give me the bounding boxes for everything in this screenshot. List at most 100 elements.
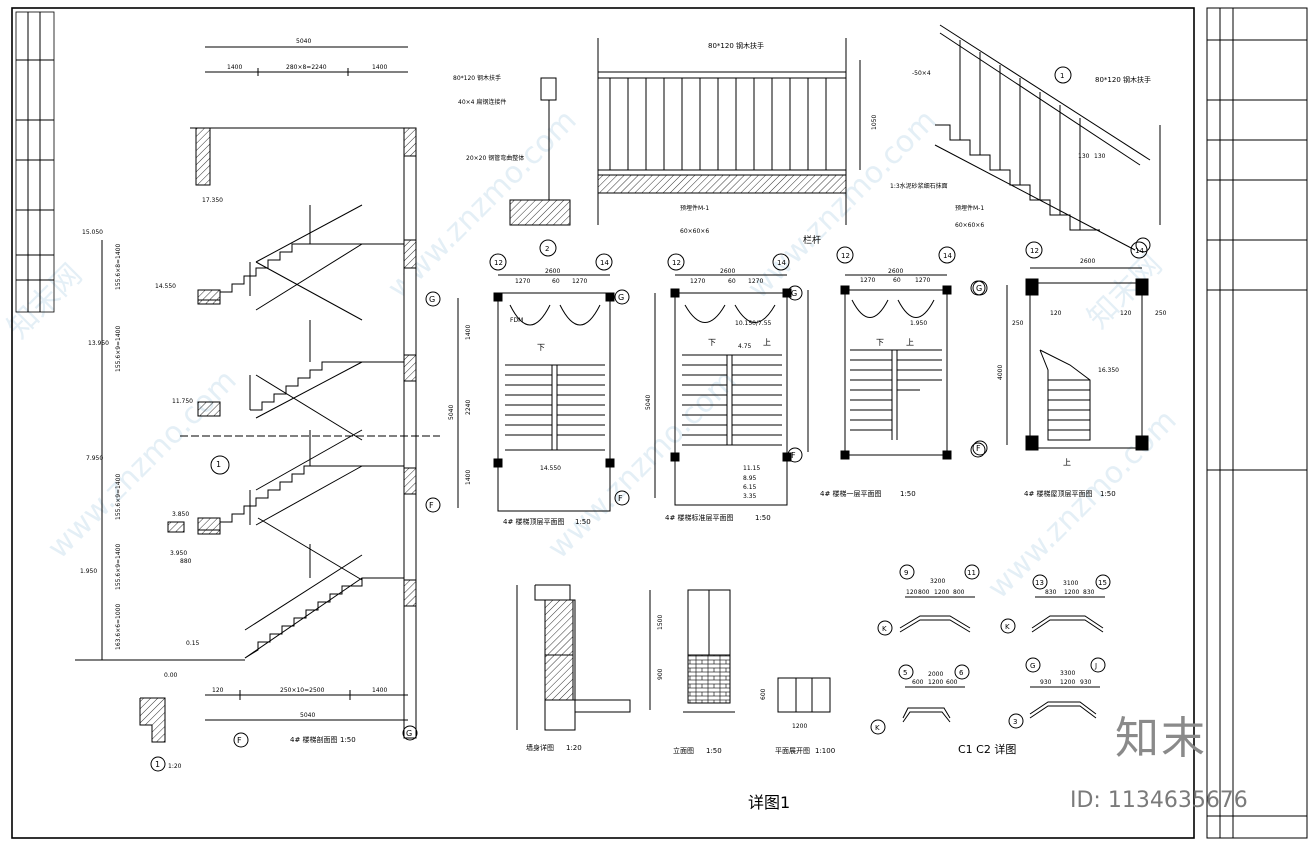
dim-part: 1400	[372, 64, 387, 71]
axis-f: F	[791, 451, 796, 460]
roof-depth: 4000	[997, 365, 1004, 380]
plan-scale: 1:50	[1100, 490, 1116, 498]
axis-label: G	[406, 729, 412, 738]
window-plan-scale: 1:100	[815, 747, 835, 755]
elevation-title: 立面图	[673, 746, 694, 755]
window-dim: 1200	[1060, 679, 1075, 686]
dim-total-top: 5040	[296, 38, 311, 45]
plan-width: 2600	[545, 268, 560, 275]
plan-elevation: 10.150/7.55	[735, 320, 772, 327]
window-details	[870, 564, 1111, 735]
roof-part: 120	[1050, 310, 1062, 317]
axis-g: G	[976, 284, 982, 293]
window-dim: 800	[953, 589, 965, 596]
roof-part: 120	[1120, 310, 1132, 317]
balustrade-label: 20×20 钢管弯曲整体	[466, 154, 524, 162]
axis-k: K	[882, 625, 887, 633]
flight-label: 155.6×9=1400	[115, 473, 122, 520]
fdm-label: FDM	[510, 317, 523, 324]
window-dim: 120	[906, 589, 918, 596]
window-dim: 830	[1045, 589, 1057, 596]
window-dim: 1200	[928, 679, 943, 686]
down-label: 下	[537, 343, 545, 352]
plan-title-roof: 4# 楼梯屋顶层平面图	[1024, 489, 1093, 498]
concrete-label: 1:3水泥砂浆细石抹面	[890, 182, 948, 190]
node-detail	[139, 697, 166, 772]
handrail-label-incline: 80*120 钢木扶手	[1095, 75, 1151, 84]
plan-part: 1270	[748, 278, 763, 285]
elevation-mark: 11.750	[172, 398, 193, 405]
window-dim: 930	[1040, 679, 1052, 686]
elevation-mark: 1.950	[80, 568, 97, 575]
plan-elevation: 8.95	[743, 475, 757, 482]
up-label: 上	[906, 338, 914, 347]
handrail-label: 80*120 钢木扶手	[453, 74, 501, 82]
axis-9: 9	[904, 569, 908, 577]
plan-text: 2600 1270 60 1270 12 14 2 G F 5040 1400 …	[429, 245, 1167, 526]
window-dim: 3100	[1063, 580, 1078, 587]
section-title: 4# 楼梯剖面图	[290, 735, 338, 744]
window-dim: 600	[912, 679, 924, 686]
window-width: 1200	[792, 723, 807, 730]
plan-part: 60	[728, 278, 736, 285]
stair-section	[75, 46, 440, 748]
rail-spacing: 130	[1078, 153, 1090, 160]
handrail-label-elevation: 80*120 钢木扶手	[708, 41, 764, 50]
window-height: 600	[760, 688, 767, 700]
watermark-text: www.znzmo.com	[541, 363, 744, 566]
plan-scale: 1:50	[900, 490, 916, 498]
plan-part: 1270	[915, 277, 930, 284]
axis-12: 12	[841, 252, 850, 260]
axis-k: K	[1005, 623, 1010, 631]
axis-13: 13	[1035, 579, 1044, 587]
up-label: 上	[1063, 458, 1071, 467]
watermark-text: 知末网	[1, 257, 89, 345]
dim-part: 280×8=2240	[286, 64, 327, 71]
axis-12: 12	[494, 259, 503, 267]
window-dim: 800	[918, 589, 930, 596]
flight-label: 163.6×6=1000	[115, 603, 122, 650]
elevation-mark: 13.950	[88, 340, 109, 347]
axis-g: G	[1030, 662, 1035, 670]
elevation-mark: 0.15	[186, 640, 200, 647]
down-label: 下	[708, 338, 716, 347]
flat-steel-top: -50×4	[912, 70, 931, 77]
wall-section-scale: 1:20	[566, 744, 582, 752]
embed-label: 预埋件M-1	[680, 204, 709, 212]
axis-g: G	[618, 293, 624, 302]
window-dim: 600	[946, 679, 958, 686]
sheet-title: 详图1	[748, 793, 790, 812]
section-text: 5040 1400 280×8=2240 1400 120 250×10=250…	[80, 38, 412, 745]
axis-label: F	[237, 736, 242, 745]
section-scale: 1:50	[340, 736, 356, 744]
axis-g: G	[429, 295, 435, 304]
axis-12: 12	[1030, 247, 1039, 255]
up-label: 上	[763, 338, 771, 347]
dim-part: 250×10=2500	[280, 687, 325, 694]
axis-14: 14	[1135, 247, 1144, 255]
axis-12: 12	[672, 259, 681, 267]
axis-14: 14	[943, 252, 952, 260]
window-height: 1500	[657, 615, 664, 630]
node-ref: 1	[216, 460, 221, 469]
embed-size-incline: 60×60×6	[955, 222, 984, 229]
plan-depth-part: 2240	[465, 400, 472, 415]
plan-width: 2600	[1080, 258, 1095, 265]
watermark-text: www.znzmo.com	[981, 403, 1184, 606]
axis-6: 6	[959, 669, 964, 677]
elevation-mark: 3.850	[172, 511, 189, 518]
embed-label-incline: 预埋件M-1	[955, 204, 984, 212]
down-label: 下	[876, 338, 884, 347]
railing-label: 栏杆	[803, 234, 821, 246]
axis-j: J	[1094, 662, 1097, 670]
window-height: 900	[657, 668, 664, 680]
plan-depth-part: 1400	[465, 325, 472, 340]
window-dim: 830	[1083, 589, 1095, 596]
railing-details	[509, 24, 1161, 253]
elevation-mark: 3.950	[170, 550, 187, 557]
plan-depth-part: 1400	[465, 470, 472, 485]
window-dim: 1200	[1064, 589, 1079, 596]
rail-height: 1050	[871, 115, 878, 130]
wall-section-title: 墙身详图	[526, 743, 554, 752]
